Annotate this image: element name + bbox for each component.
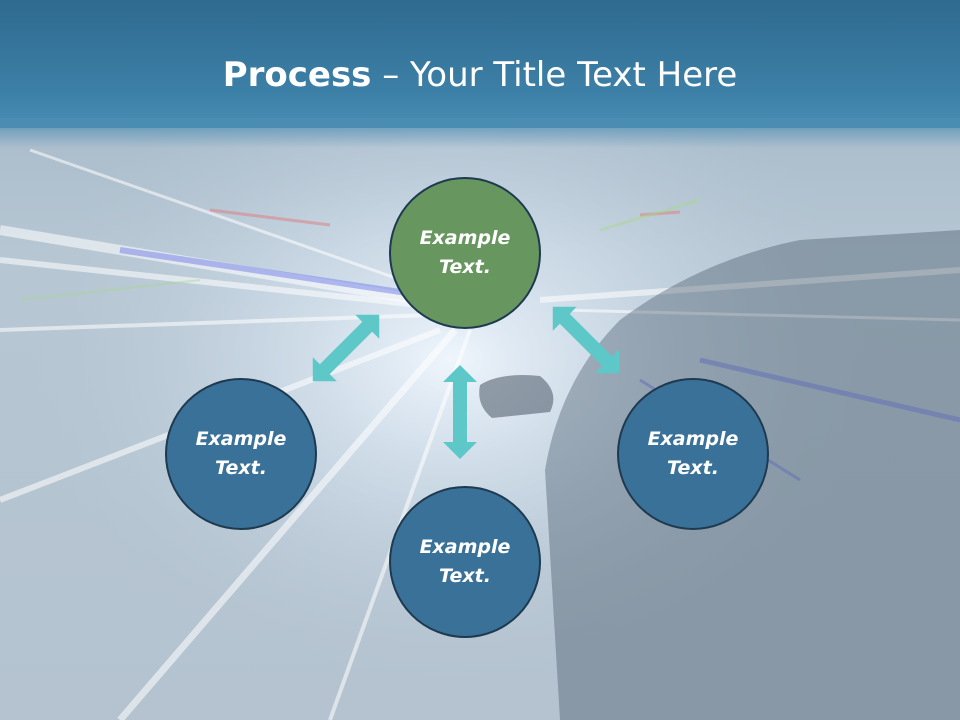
title-bold-part: Process xyxy=(222,55,372,95)
node-text-line2: Text. xyxy=(215,457,267,479)
node-text-line1: Example xyxy=(195,428,287,450)
title-rest-part: – Your Title Text Here xyxy=(371,55,738,95)
node-text-line1: Example xyxy=(647,428,739,450)
title-bar-fade xyxy=(0,118,960,148)
node-text-line2: Text. xyxy=(439,565,491,587)
node-text-line2: Text. xyxy=(667,457,719,479)
process-node-bottom[interactable]: Example Text. xyxy=(389,486,541,638)
process-node-right[interactable]: Example Text. xyxy=(617,378,769,530)
node-text-line2: Text. xyxy=(439,256,491,278)
process-node-left[interactable]: Example Text. xyxy=(165,378,317,530)
node-text-line1: Example xyxy=(419,536,511,558)
title-bar xyxy=(0,0,960,128)
node-text-line1: Example xyxy=(419,227,511,249)
process-node-top[interactable]: Example Text. xyxy=(389,177,541,329)
page-title: Process – Your Title Text Here xyxy=(0,52,960,98)
